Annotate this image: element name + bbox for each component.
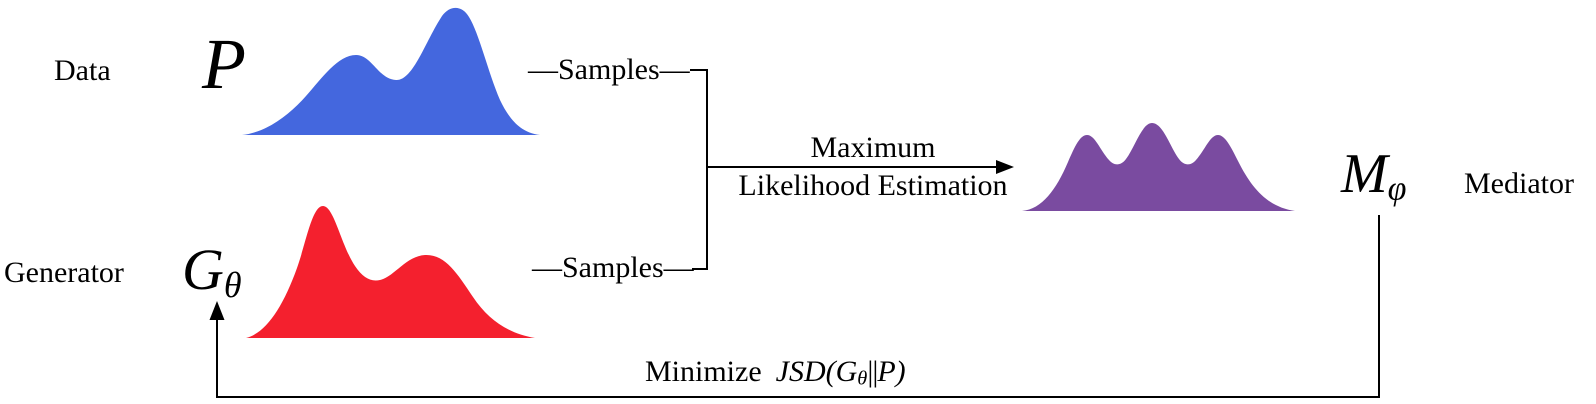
feedback-formula-pre: JSD(G bbox=[775, 355, 858, 388]
mle-label-line2: Likelihood Estimation bbox=[738, 169, 1008, 202]
mediator-symbol: Mφ bbox=[1341, 146, 1406, 206]
generator-distribution-curve bbox=[246, 206, 535, 338]
feedback-label: Minimize JSD(Gθ||P) bbox=[645, 355, 906, 391]
feedback-line bbox=[216, 215, 1380, 398]
mediator-label: Mediator bbox=[1464, 167, 1574, 200]
feedback-formula-close: ) bbox=[895, 355, 906, 388]
data-symbol: P bbox=[202, 24, 246, 104]
feedback-word: Minimize bbox=[645, 355, 762, 388]
samples-connector-line bbox=[690, 69, 708, 270]
generator-symbol-subscript: θ bbox=[223, 264, 242, 305]
samples-label-top: —Samples— bbox=[528, 53, 690, 86]
feedback-arrowhead bbox=[209, 301, 225, 320]
mle-arrowhead bbox=[996, 160, 1014, 174]
mediator-symbol-subscript: φ bbox=[1387, 170, 1407, 208]
samples-label-bottom: —Samples— bbox=[532, 251, 694, 284]
mle-label-line1: Maximum bbox=[810, 131, 936, 164]
generator-symbol-main: G bbox=[182, 237, 224, 302]
mediator-symbol-main: M bbox=[1341, 143, 1388, 205]
data-distribution-curve bbox=[242, 7, 540, 135]
feedback-formula: JSD(Gθ||P) bbox=[775, 355, 906, 390]
feedback-formula-bar: || bbox=[867, 355, 878, 388]
generator-symbol: Gθ bbox=[182, 241, 242, 303]
generator-label: Generator bbox=[4, 256, 124, 289]
feedback-formula-arg2: P bbox=[877, 355, 896, 388]
data-label: Data bbox=[54, 54, 111, 87]
feedback-formula-subscript: θ bbox=[857, 367, 868, 390]
mediator-distribution-curve bbox=[1022, 123, 1295, 211]
